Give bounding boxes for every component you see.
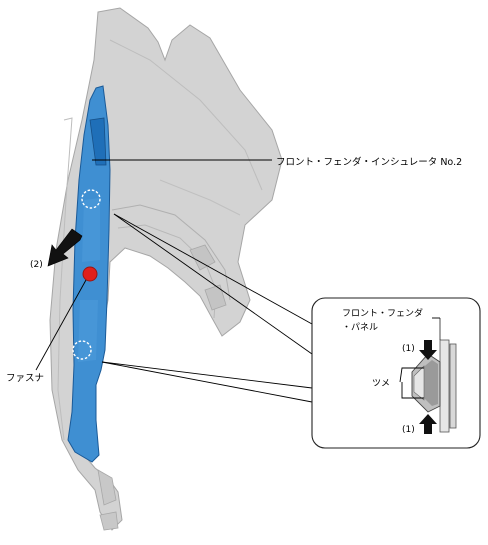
zoom-line-upper-2	[113, 213, 313, 355]
fastener-dot	[82, 266, 98, 282]
zoom-line-upper-1	[113, 213, 313, 325]
arrow-down-icon	[419, 340, 437, 360]
step-2-label: (2)	[30, 260, 43, 270]
insulator-label: フロント・フェンダ・インシュレータ No.2	[276, 156, 462, 168]
fastener-label: ファスナ	[6, 373, 44, 384]
arrow-up-icon	[419, 414, 437, 434]
zoom-line-lower-1	[101, 361, 313, 389]
step-1-bottom-label: (1)	[402, 425, 415, 435]
clip-circle-upper	[81, 189, 101, 209]
clip-circle-lower	[72, 340, 92, 360]
panel-label-line1: フロント・フェンダ	[342, 307, 423, 319]
claw-leader-line	[399, 367, 424, 399]
arrow-left-down-icon	[47, 228, 83, 267]
claw-label: ツメ	[372, 379, 390, 389]
fastener-leader-line	[35, 279, 87, 371]
zoom-line-lower-2	[101, 361, 313, 403]
step-1-top-label: (1)	[402, 344, 415, 354]
panel-label-line2: ・パネル	[342, 322, 378, 333]
detail-view	[311, 297, 481, 449]
